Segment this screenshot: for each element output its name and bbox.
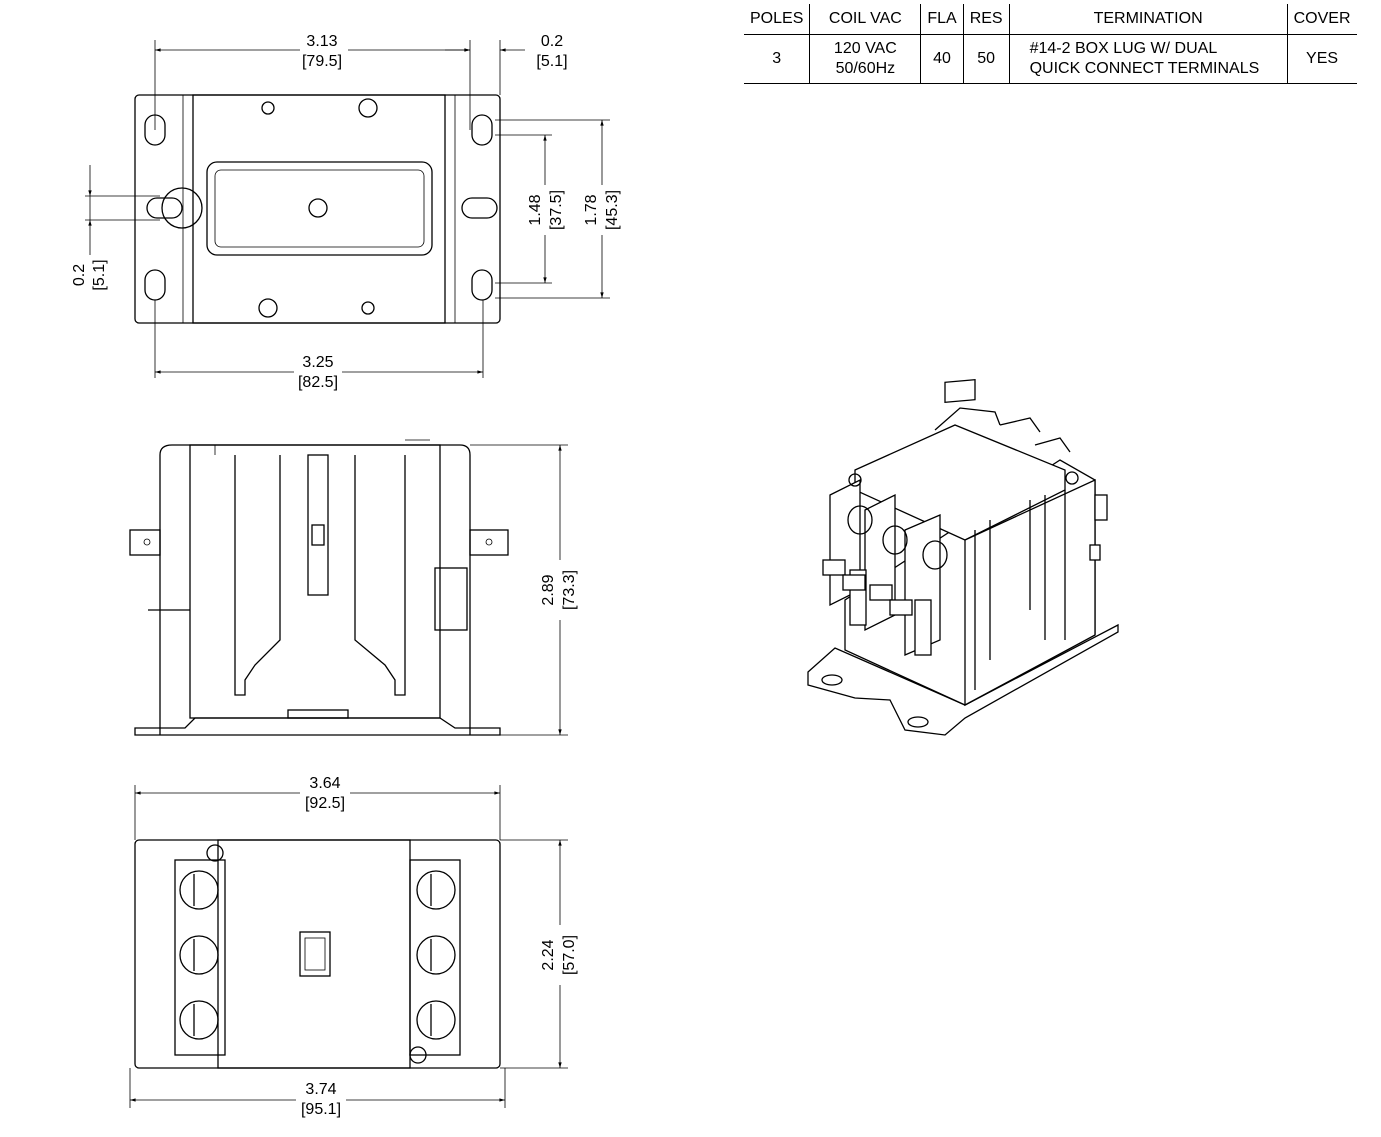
cell-res: 50 (962, 34, 1010, 84)
cell-cover: YES (1286, 34, 1357, 84)
dim-top-width-mm: [79.5] (302, 53, 342, 70)
dim-bottom-width-mm: [92.5] (305, 795, 345, 812)
top-view: 3.13 [79.5] 0.2 [5.1] 3.25 [82.5] 1.48 [… (71, 30, 622, 391)
side-view: 2.89 [73.3] (129, 439, 582, 736)
dim-slot-inner-mm: [37.5] (548, 190, 565, 230)
cell-coil-vac: 120 VAC 50/60Hz (809, 34, 922, 84)
header-fla: FLA (920, 4, 964, 35)
cell-termination: #14-2 BOX LUG W/ DUAL QUICK CONNECT TERMI… (1008, 34, 1288, 84)
dim-height-in: 2.89 (540, 574, 557, 605)
dim-depth-in: 2.24 (540, 939, 557, 970)
header-cover: COVER (1286, 4, 1357, 35)
spec-data-row: 3 120 VAC 50/60Hz 40 50 #14-2 BOX LUG W/ … (744, 34, 1357, 84)
coil-frequency: 50/60Hz (835, 60, 896, 77)
coil-voltage: 120 VAC (833, 40, 897, 57)
dim-slot-outer-in: 1.78 (583, 194, 600, 225)
dim-slot-inner-in: 1.48 (527, 194, 544, 225)
dim-depth-mm: [57.0] (561, 935, 578, 975)
termination-line1: #14-2 BOX LUG W/ DUAL (1029, 40, 1218, 57)
header-res: RES (962, 4, 1010, 35)
dim-top-width-in: 3.13 (306, 33, 337, 50)
header-coil-vac: COIL VAC (809, 4, 922, 35)
header-poles: POLES (744, 4, 811, 35)
cell-fla: 40 (920, 34, 964, 84)
dim-base-width-in: 3.74 (305, 1081, 336, 1098)
dim-base-width-mm: [95.1] (301, 1101, 341, 1118)
dim-height-mm: [73.3] (561, 570, 578, 610)
spec-table: POLES COIL VAC FLA RES TERMINATION COVER… (744, 4, 1357, 84)
isometric-view (807, 378, 1119, 736)
dim-left-offset-mm: [5.1] (91, 259, 108, 290)
dim-hole-span-in: 3.25 (302, 354, 333, 371)
cell-poles: 3 (744, 34, 811, 84)
dim-bottom-width-in: 3.64 (309, 775, 340, 792)
dim-top-offset-mm: [5.1] (536, 53, 567, 70)
dim-slot-outer-mm: [45.3] (604, 190, 621, 230)
termination-line2: QUICK CONNECT TERMINALS (1029, 60, 1260, 77)
bottom-view: 3.64 [92.5] 3.74 [95.1] 2.24 [57.0] (129, 772, 582, 1118)
dim-hole-span-mm: [82.5] (298, 374, 338, 391)
dim-left-offset-in: 0.2 (71, 264, 88, 286)
dim-top-offset-in: 0.2 (541, 33, 563, 50)
